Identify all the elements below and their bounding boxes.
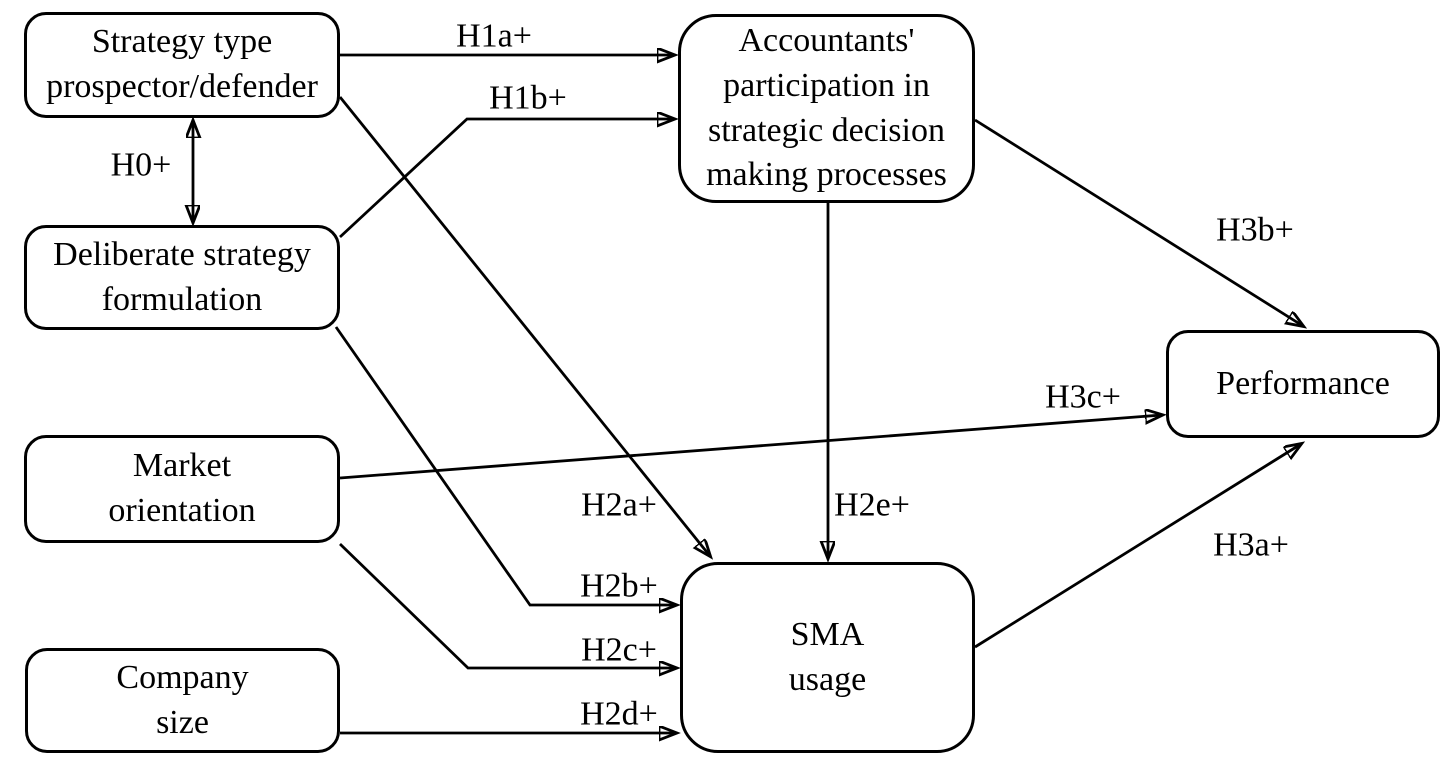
edge-label-h2b: H2b+ (580, 567, 658, 605)
edge-h2b-line (334, 326, 676, 605)
edge-label-h0: H0+ (110, 146, 172, 184)
node-performance: Performance (1166, 330, 1440, 438)
edge-label-h2d: H2d+ (580, 695, 658, 733)
node-deliberate-strategy: Deliberate strategy formulation (24, 225, 340, 330)
edge-label-h2a: H2a+ (581, 486, 657, 524)
node-strategy-type: Strategy type prospector/defender (24, 12, 340, 118)
edge-label-h2e: H2e+ (834, 486, 910, 524)
node-accountants-participation: Accountants' participation in strategic … (678, 14, 975, 203)
edge-label-h3a: H3a+ (1213, 526, 1289, 564)
edge-label-h2c: H2c+ (581, 631, 657, 669)
edge-h3b-line (974, 118, 1303, 326)
edge-label-h1b: H1b+ (489, 79, 567, 117)
edge-label-h3c: H3c+ (1045, 378, 1121, 416)
node-sma-usage: SMA usage (680, 562, 975, 753)
edge-h2a-line (338, 96, 710, 556)
node-company-size: Company size (25, 648, 340, 753)
edge-h3a-line (974, 444, 1301, 649)
node-market-orientation: Market orientation (24, 435, 340, 543)
edge-label-h1a: H1a+ (456, 17, 532, 55)
edge-h1b-line (339, 119, 674, 239)
edge-h2c-line (339, 542, 676, 668)
edge-h3c-line (339, 415, 1162, 480)
edge-label-h3b: H3b+ (1216, 211, 1294, 249)
